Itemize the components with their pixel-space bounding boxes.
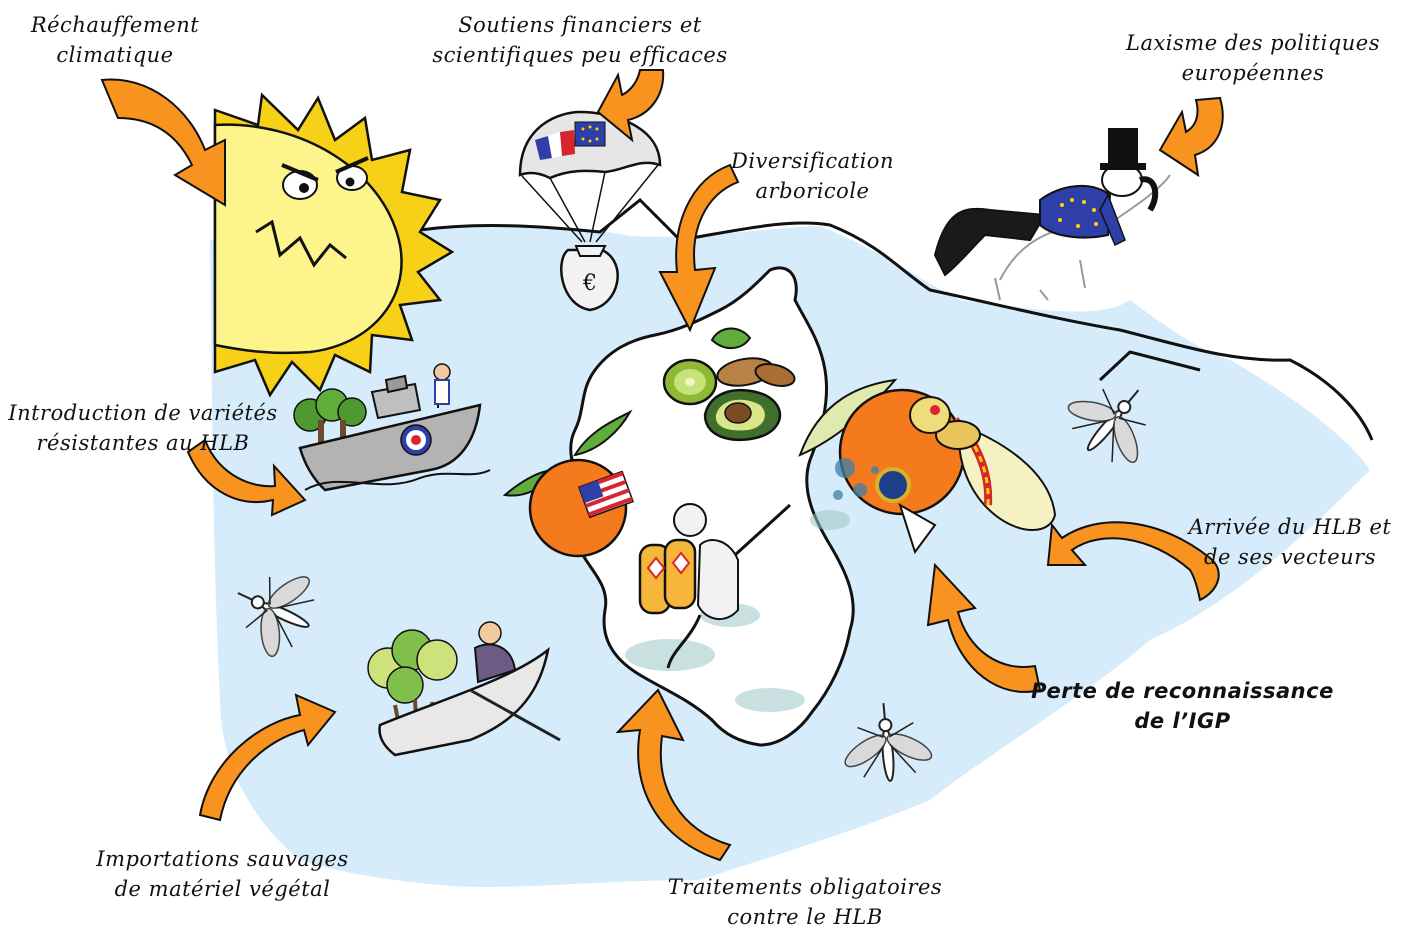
label-traitements-obligatoires: Traitements obligatoires contre le HLB xyxy=(655,872,955,932)
label-arrivee-line1: Arrivée du HLB et xyxy=(1180,512,1400,542)
label-rechauffement-line1: Réchauffement xyxy=(30,10,200,40)
label-diversification-line1: Diversification xyxy=(720,146,905,176)
arrow-rechauffement xyxy=(102,80,225,205)
label-soutiens-line2: scientifiques peu efficaces xyxy=(425,40,735,70)
label-diversification-arboricole: Diversification arboricole xyxy=(720,146,905,206)
label-laxisme-politiques: Laxisme des politiques européennes xyxy=(1118,28,1388,88)
label-importations-sauvages: Importations sauvages de matériel végéta… xyxy=(90,844,355,904)
label-introduction-line1: Introduction de variétés xyxy=(2,398,284,428)
label-perte-line2: de l’IGP xyxy=(1030,706,1335,736)
label-laxisme-line2: européennes xyxy=(1118,58,1388,88)
label-diversification-line2: arboricole xyxy=(720,176,905,206)
lounging-politician-icon xyxy=(935,128,1170,300)
label-rechauffement-line2: climatique xyxy=(30,40,200,70)
label-arrivee-hlb: Arrivée du HLB et de ses vecteurs xyxy=(1180,512,1400,572)
svg-text:€: € xyxy=(582,271,597,296)
label-laxisme-line1: Laxisme des politiques xyxy=(1118,28,1388,58)
label-soutiens-financiers: Soutiens financiers et scientifiques peu… xyxy=(425,10,735,70)
label-traitements-line2: contre le HLB xyxy=(655,902,955,932)
label-importations-line2: de matériel végétal xyxy=(90,874,355,904)
label-traitements-line1: Traitements obligatoires xyxy=(655,872,955,902)
arrow-laxisme xyxy=(1160,98,1223,175)
label-perte-line1: Perte de reconnaissance xyxy=(1030,676,1335,706)
label-arrivee-line2: de ses vecteurs xyxy=(1180,542,1400,572)
label-perte-reconnaissance: Perte de reconnaissance de l’IGP xyxy=(1030,676,1335,736)
label-introduction-line2: résistantes au HLB xyxy=(2,428,284,458)
label-soutiens-line1: Soutiens financiers et xyxy=(425,10,735,40)
label-introduction-varietes: Introduction de variétés résistantes au … xyxy=(2,398,284,458)
label-importations-line1: Importations sauvages xyxy=(90,844,355,874)
label-rechauffement-climatique: Réchauffement climatique xyxy=(30,10,200,70)
